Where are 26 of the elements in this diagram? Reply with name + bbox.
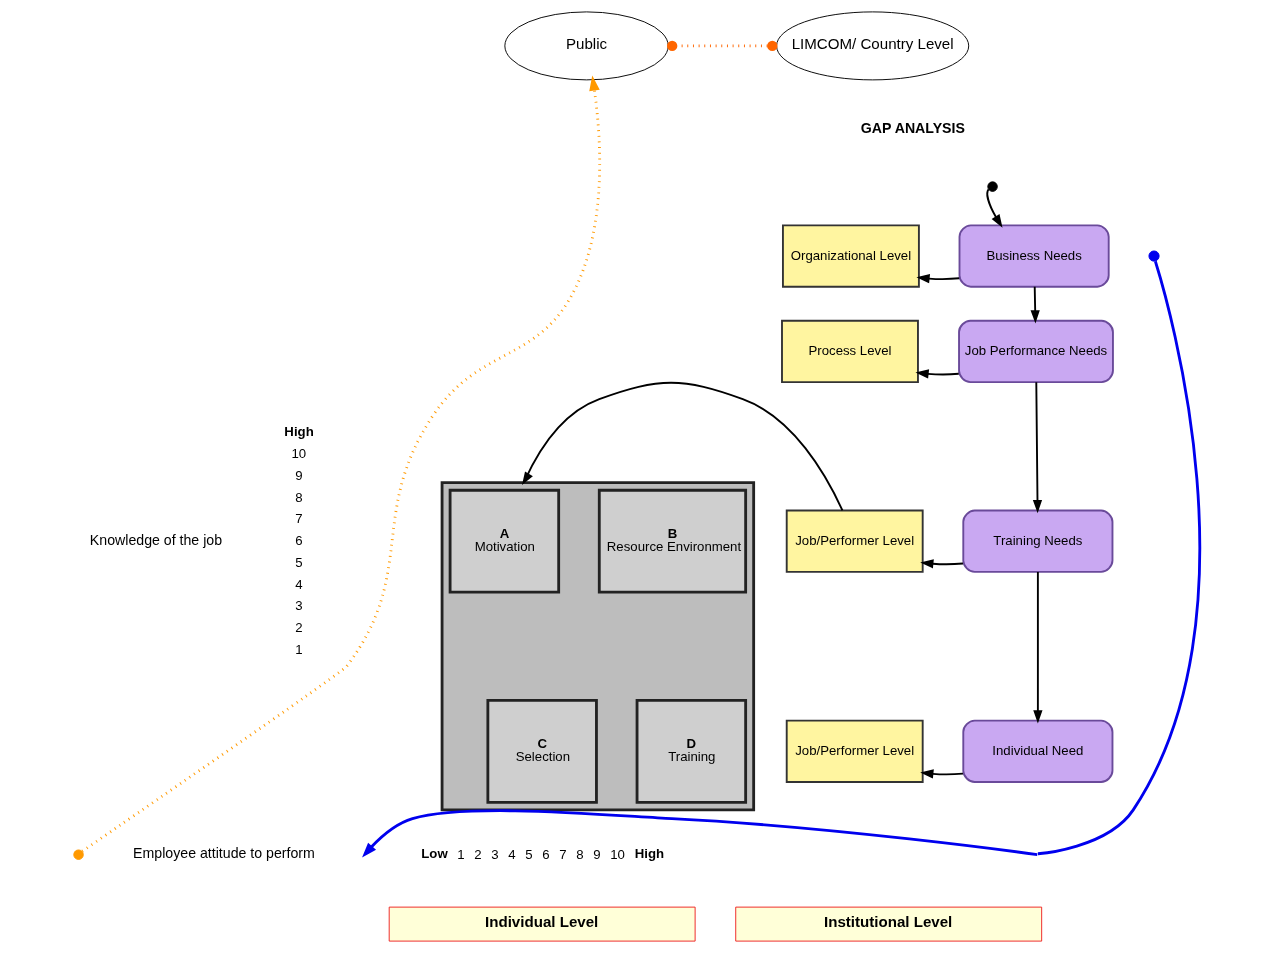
- label: 1: [295, 641, 303, 657]
- label: 5: [525, 846, 533, 862]
- label: High: [284, 423, 314, 439]
- label: 5: [295, 554, 303, 570]
- label: 3: [295, 598, 303, 614]
- label: 6: [542, 846, 550, 862]
- label: High: [634, 845, 665, 861]
- label: 1: [457, 846, 465, 862]
- label: 9: [593, 846, 601, 862]
- label: 2: [474, 846, 482, 862]
- label: 6: [295, 533, 303, 549]
- label: 4: [508, 846, 516, 862]
- label: GAP ANALYSIS: [860, 120, 965, 137]
- label: 7: [559, 846, 567, 862]
- label: Employee attitude to perform: [133, 845, 315, 862]
- label: Knowledge of the job: [89, 531, 223, 548]
- label: 7: [295, 511, 303, 527]
- label: 2: [295, 620, 303, 636]
- label: 4: [295, 576, 303, 592]
- label: 9: [295, 468, 303, 484]
- label: 8: [295, 489, 303, 505]
- label: 10: [610, 846, 625, 862]
- label: 3: [491, 846, 499, 862]
- label: 8: [576, 846, 584, 862]
- label: 10: [291, 446, 307, 462]
- label: Low: [421, 845, 448, 861]
